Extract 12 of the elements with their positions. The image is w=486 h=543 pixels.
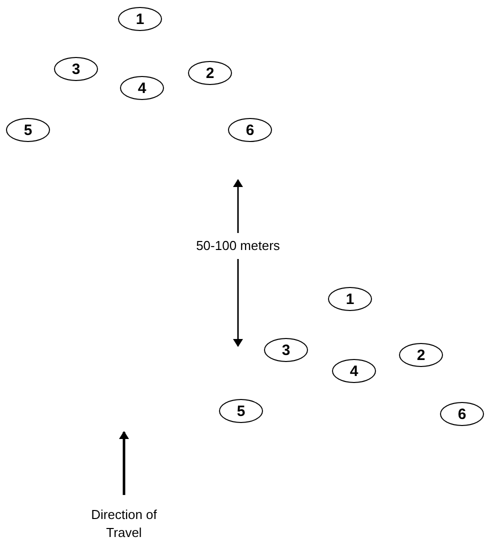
- position-oval: 3: [264, 338, 308, 362]
- position-oval: 4: [332, 359, 376, 383]
- position-oval: 2: [399, 343, 443, 367]
- position-oval: 1: [328, 287, 372, 311]
- position-oval: 5: [6, 118, 50, 142]
- position-oval: 2: [188, 61, 232, 85]
- position-oval: 6: [228, 118, 272, 142]
- position-oval: 3: [54, 57, 98, 81]
- position-oval: 1: [118, 7, 162, 31]
- position-oval: 5: [219, 399, 263, 423]
- position-oval: 6: [440, 402, 484, 426]
- position-oval: 4: [120, 76, 164, 100]
